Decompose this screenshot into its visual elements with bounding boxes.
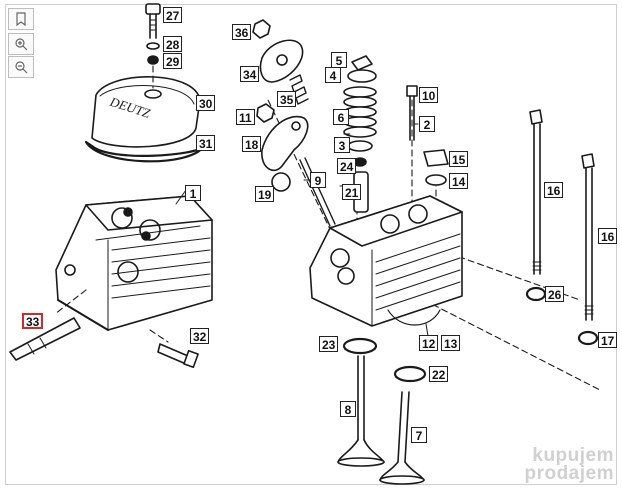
part-stud-10 <box>406 85 418 141</box>
part-washer-28 <box>146 42 160 50</box>
callout-17[interactable]: 17 <box>598 332 618 348</box>
callout-26[interactable]: 26 <box>545 286 565 302</box>
part-nut-36 <box>252 19 271 39</box>
callout-27[interactable]: 27 <box>163 7 183 23</box>
part-sensor-32 <box>157 343 199 369</box>
part-rocker-bracket-34 <box>259 39 304 83</box>
callout-2[interactable]: 2 <box>419 116 435 132</box>
callout-34[interactable]: 34 <box>240 66 260 82</box>
callout-22[interactable]: 22 <box>429 366 449 382</box>
image-frame <box>5 4 617 485</box>
zoom-in-icon <box>15 38 28 51</box>
part-cylinder-head-12 <box>309 195 463 327</box>
callout-3[interactable]: 3 <box>334 137 350 153</box>
watermark-line-1: kupujem <box>532 445 614 466</box>
watermark: kupujem prodajem <box>524 445 614 484</box>
part-pushrod-9 <box>299 157 336 227</box>
part-seat-ring-23 <box>342 337 378 355</box>
part-spring-seat-3 <box>347 140 373 152</box>
callout-12[interactable]: 12 <box>419 335 439 351</box>
callout-9[interactable]: 9 <box>310 172 326 188</box>
part-grommet-26 <box>525 286 547 302</box>
bookmark-icon <box>16 12 26 26</box>
part-plug-15 <box>423 149 449 167</box>
part-nut-11 <box>256 103 275 123</box>
zoom-out-icon <box>15 61 28 74</box>
callout-19[interactable]: 19 <box>255 186 275 202</box>
part-spring-retainer-4 <box>347 69 377 83</box>
callout-18[interactable]: 18 <box>242 136 262 152</box>
callout-1[interactable]: 1 <box>185 185 201 201</box>
part-valve-spring-6 <box>343 86 377 138</box>
part-bolt-27 <box>145 3 161 39</box>
part-seal-29 <box>147 55 159 65</box>
callout-16a[interactable]: 16 <box>544 182 564 198</box>
callout-4[interactable]: 4 <box>325 67 341 83</box>
part-valve-8 <box>337 355 385 467</box>
part-seat-ring-22 <box>393 365 427 383</box>
callout-29[interactable]: 29 <box>163 53 183 69</box>
callout-32[interactable]: 32 <box>190 328 210 344</box>
callout-11[interactable]: 11 <box>236 109 255 125</box>
callout-30[interactable]: 30 <box>196 95 216 111</box>
callout-35[interactable]: 35 <box>277 91 297 107</box>
callout-33[interactable]: 33 <box>22 313 44 329</box>
watermark-line-2: prodajem <box>524 463 614 484</box>
callout-6[interactable]: 6 <box>333 109 349 125</box>
callout-15[interactable]: 15 <box>449 151 469 167</box>
part-ball-19 <box>271 172 291 192</box>
callout-16b[interactable]: 16 <box>598 228 618 244</box>
part-grommet-17 <box>577 330 599 346</box>
callout-21[interactable]: 21 <box>342 184 362 200</box>
part-pushrod-16a <box>529 109 543 275</box>
callout-5[interactable]: 5 <box>331 52 347 68</box>
callout-10[interactable]: 10 <box>419 87 439 103</box>
callout-31[interactable]: 31 <box>196 135 216 151</box>
part-rocker-arm-18 <box>261 115 309 172</box>
part-cylinder-head-1 <box>55 195 213 331</box>
callout-14[interactable]: 14 <box>449 173 469 189</box>
part-valve-cover-30: DEUTZ <box>91 76 201 148</box>
part-washer-14 <box>425 174 447 186</box>
callout-8[interactable]: 8 <box>340 401 356 417</box>
callout-23[interactable]: 23 <box>319 336 339 352</box>
callout-28[interactable]: 28 <box>163 36 183 52</box>
part-spring-35 <box>289 74 309 105</box>
bookmark-button[interactable] <box>8 8 34 30</box>
zoom-out-button[interactable] <box>8 56 34 78</box>
part-pushrod-16b <box>581 153 595 321</box>
callout-24[interactable]: 24 <box>337 158 357 174</box>
part-valve-keepers-5 <box>351 55 373 71</box>
callout-13[interactable]: 13 <box>441 335 461 351</box>
callout-7[interactable]: 7 <box>411 427 427 443</box>
part-injector-33 <box>9 317 81 361</box>
part-valve-7 <box>379 391 425 485</box>
zoom-in-button[interactable] <box>8 33 34 55</box>
callout-36[interactable]: 36 <box>232 24 252 40</box>
